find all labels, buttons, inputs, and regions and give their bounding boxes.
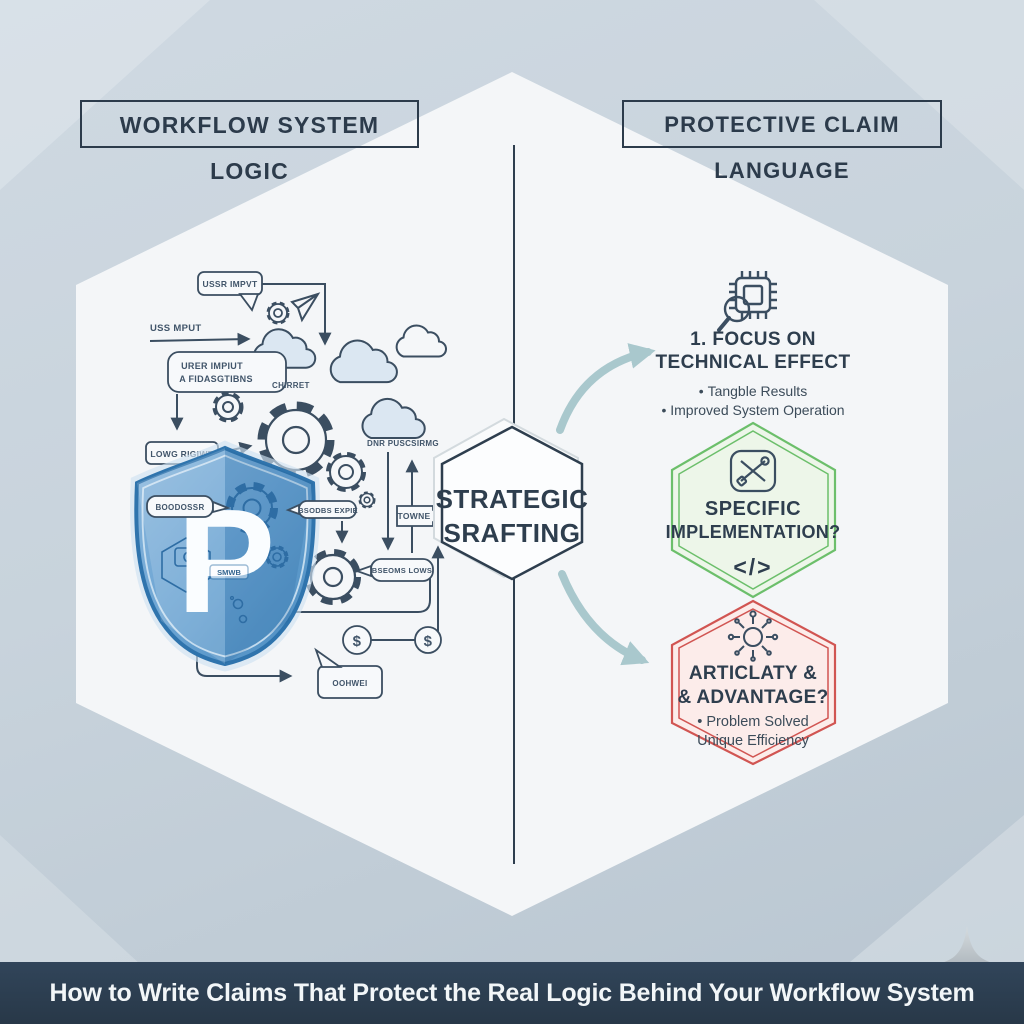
bseoms-label: BSEOMS LOWS bbox=[372, 566, 432, 575]
comment-bubble-label: OOHWEI bbox=[332, 679, 367, 688]
uss-mput-label: USS MPUT bbox=[150, 323, 202, 334]
left-panel-header: WORKFLOW SYSTEM LOGIC bbox=[80, 100, 419, 184]
encodes-label: BSODBS EXPIE bbox=[298, 506, 358, 515]
boodossr-bubble: BOODOSSR bbox=[146, 495, 231, 518]
workflow-flowchart: USSR IMPVT USS MPUT URER IMPIUT A FIDASG… bbox=[130, 271, 452, 699]
user-input-bubble-label: USSR IMPVT bbox=[203, 279, 258, 289]
currency-node-2: $ bbox=[414, 626, 442, 654]
gear-icon bbox=[266, 301, 290, 325]
gear-icon bbox=[358, 491, 376, 509]
item1-title-line2: TECHNICAL EFFECT bbox=[655, 352, 851, 373]
item3-bullet-2: Unique Efficiency bbox=[697, 733, 809, 749]
gear-icon bbox=[326, 452, 366, 492]
center-hexagon-title: STRATEGIC SRAFTING bbox=[427, 482, 597, 550]
shield-tag-label: SMWB bbox=[217, 568, 241, 577]
arrow-to-item3 bbox=[558, 570, 650, 666]
footer-title: How to Write Claims That Protect the Rea… bbox=[49, 978, 975, 1007]
shield-doodles bbox=[161, 482, 289, 624]
right-panel-header: PROTECTIVE CLAIM LANGUAGE bbox=[622, 100, 942, 183]
right-item-specific-implementation: SPECIFIC IMPLEMENTATION? </> bbox=[662, 497, 844, 581]
currency-node-1: $ bbox=[342, 625, 372, 655]
chirret-label: CHIRRET bbox=[272, 381, 310, 390]
item1-bullet-2: Improved System Operation bbox=[634, 401, 872, 420]
item1-bullet-1: Tangble Results bbox=[634, 382, 872, 401]
right-item-technical-effect: 1. FOCUS ON TECHNICAL EFFECT Tangble Res… bbox=[634, 328, 872, 420]
chip-magnifier-icon bbox=[717, 271, 777, 332]
user-input-box-line2: A FIDASGTIBNS bbox=[179, 374, 253, 384]
item2-code-symbol: </> bbox=[733, 554, 773, 580]
item2-title: SPECIFIC bbox=[704, 498, 802, 520]
flow-arrows-teal bbox=[556, 343, 656, 666]
currency-symbol-1: $ bbox=[353, 633, 362, 650]
right-item-advantage: ARTICLATY & & ADVANTAGE? Problem Solved … bbox=[662, 662, 844, 751]
logic-engine-label: LOWG RIGIWE bbox=[150, 449, 213, 459]
item3-bullet-1: Problem Solved bbox=[662, 713, 844, 732]
data-processing-label: DNR PUSCSIRMG bbox=[367, 439, 439, 448]
item2-subtitle: IMPLEMENTATION? bbox=[665, 522, 841, 542]
towne-label: TOWNE bbox=[398, 511, 431, 521]
gear-icon bbox=[212, 391, 244, 423]
gear-icon bbox=[305, 549, 361, 605]
paper-plane-icon bbox=[290, 292, 321, 323]
user-input-box: URER IMPIUT A FIDASGTIBNS bbox=[167, 351, 287, 393]
encodes-label-box: BSODBS EXPIE bbox=[285, 500, 358, 519]
boodossr-label: BOODOSSR bbox=[155, 503, 204, 512]
item3-subtitle: & ADVANTAGE? bbox=[677, 687, 829, 708]
item3-title: ARTICLATY & bbox=[688, 663, 818, 684]
green-hexagon bbox=[670, 421, 837, 599]
spark-icon bbox=[727, 610, 779, 662]
bseoms-bubble: BSEOMS LOWS bbox=[354, 558, 434, 582]
item1-title-line1: 1. FOCUS ON bbox=[690, 329, 816, 350]
footer-banner: How to Write Claims That Protect the Rea… bbox=[0, 962, 1024, 1024]
shield-tag: SMWB bbox=[209, 564, 249, 580]
user-input-box-line1: URER IMPIUT bbox=[181, 361, 243, 371]
user-input-bubble: USSR IMPVT bbox=[197, 271, 263, 312]
comment-bubble: OOHWEI bbox=[314, 647, 383, 699]
tools-icon bbox=[729, 449, 777, 493]
currency-symbol-2: $ bbox=[424, 633, 433, 650]
center-hexagon bbox=[433, 417, 584, 581]
gear-icon bbox=[257, 401, 335, 479]
center-title-line1: STRATEGIC bbox=[435, 484, 589, 514]
center-title-line2: SRAFTING bbox=[443, 518, 581, 548]
arrow-to-item1 bbox=[556, 343, 656, 434]
